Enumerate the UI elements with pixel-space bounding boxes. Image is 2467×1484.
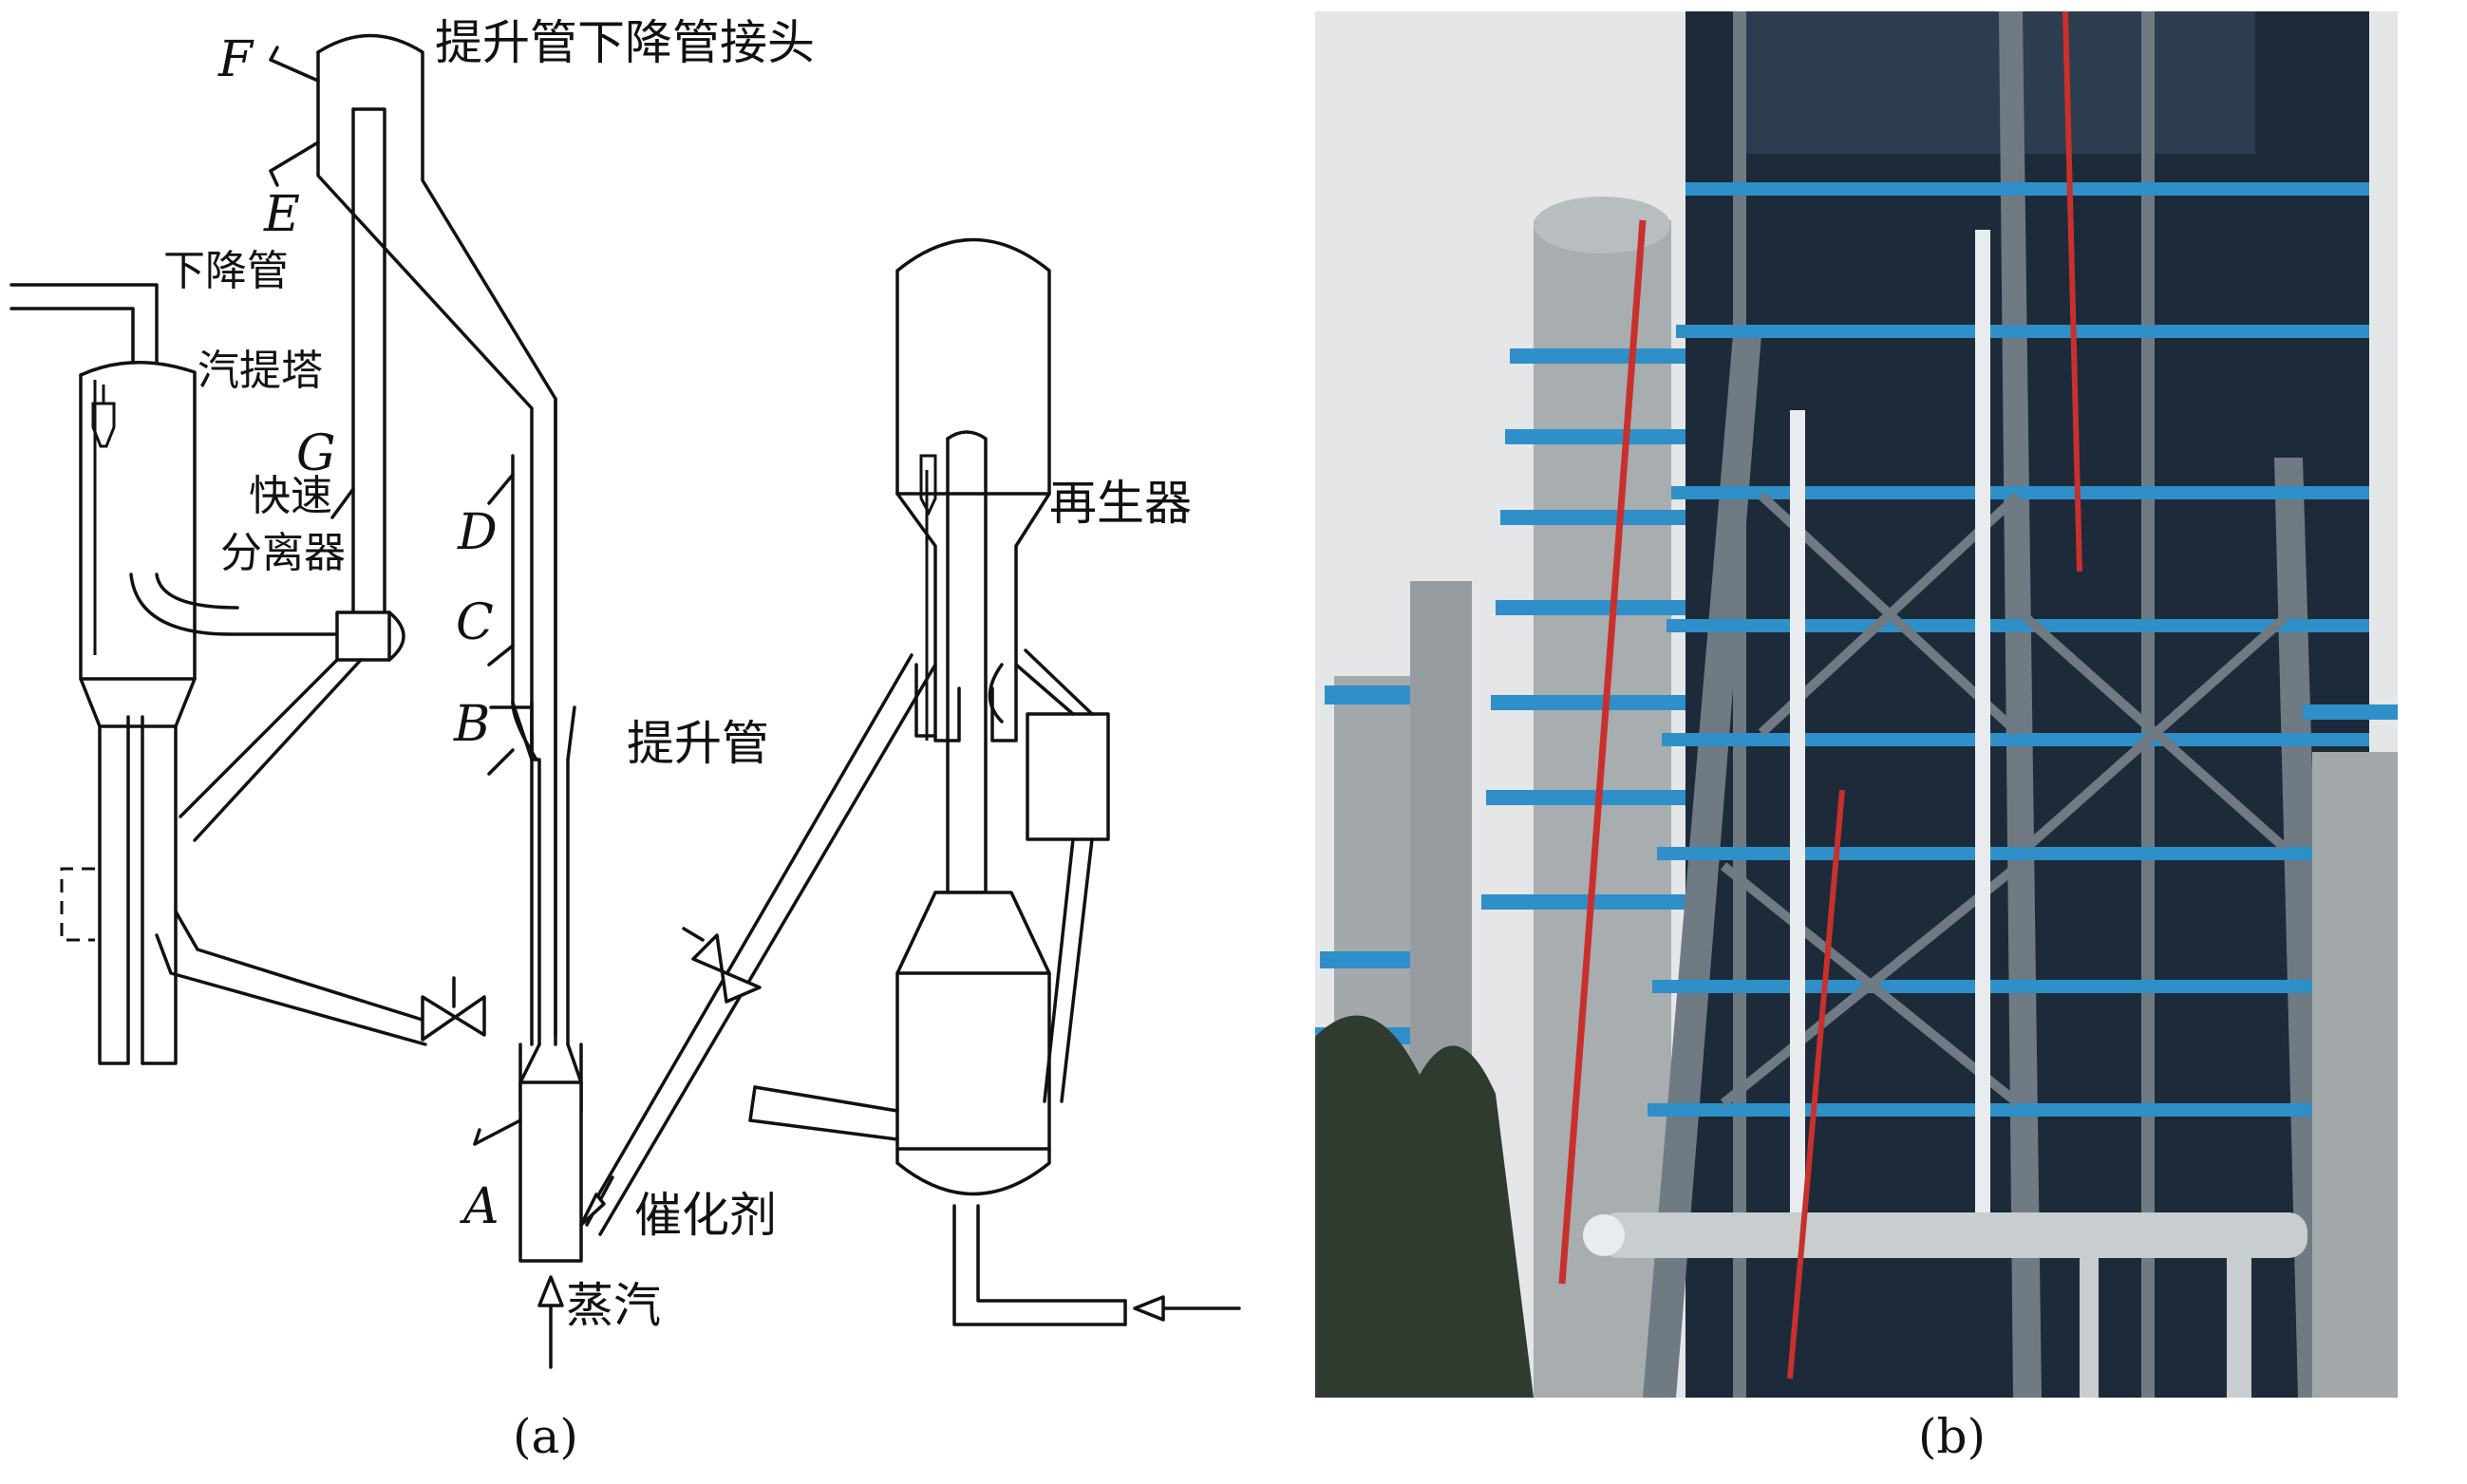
middle-tower <box>1481 197 1719 1398</box>
riser-bottom-section <box>518 1080 583 1263</box>
steam-inlet <box>537 1275 564 1369</box>
downcomer-pipe <box>179 33 557 1037</box>
schematic-diagram: 提升管下降管接头 下降管 汽提塔 快速 分离器 再生器 提升管 催化剂 蒸汽 A… <box>9 15 1241 1464</box>
label-downcomer: 下降管 <box>163 247 289 295</box>
label-riser: 提升管 <box>627 716 769 771</box>
label-fast-separator-2: 分离器 <box>220 529 346 577</box>
right-vessel <box>2303 704 2398 1398</box>
label-joint: 提升管下降管接头 <box>435 15 815 70</box>
catalyst-valve-icon <box>691 933 762 1004</box>
foliage <box>1315 1015 1534 1398</box>
label-fast-separator-1: 快速 <box>249 472 332 520</box>
point-d: D <box>457 504 498 561</box>
air-inlet-arrow-icon <box>1133 1295 1165 1322</box>
regenerator-vessel <box>748 237 1241 1326</box>
riser-pipe <box>489 397 583 1263</box>
label-steam: 蒸汽 <box>566 1278 661 1333</box>
measurement-ticks <box>269 46 522 1146</box>
slide-valve-icon <box>421 995 486 1042</box>
fast-separator-box <box>335 611 391 662</box>
point-c: C <box>456 594 494 651</box>
point-g: G <box>296 425 336 482</box>
label-stripper: 汽提塔 <box>198 347 323 395</box>
point-f: F <box>217 31 254 88</box>
catalyst-arrow-icon <box>579 1193 606 1227</box>
plant-photo <box>1315 11 2398 1398</box>
stripper-vessel <box>9 283 339 1065</box>
point-e: E <box>263 186 300 243</box>
standpipe-valve <box>155 910 486 1046</box>
point-b: B <box>453 696 490 753</box>
point-a: A <box>460 1178 499 1235</box>
caption-a: (a) <box>513 1409 578 1464</box>
catalyst-transfer-pipe <box>579 653 937 1236</box>
label-catalyst: 催化剂 <box>634 1188 777 1243</box>
label-regenerator: 再生器 <box>1049 476 1192 531</box>
steam-arrow-icon <box>537 1275 564 1307</box>
caption-b-wrap: (b) <box>1918 1409 1986 1464</box>
external-cooler-box <box>1026 712 1110 841</box>
caption-b: (b) <box>1918 1409 1986 1464</box>
main-structure <box>1583 11 2369 1398</box>
